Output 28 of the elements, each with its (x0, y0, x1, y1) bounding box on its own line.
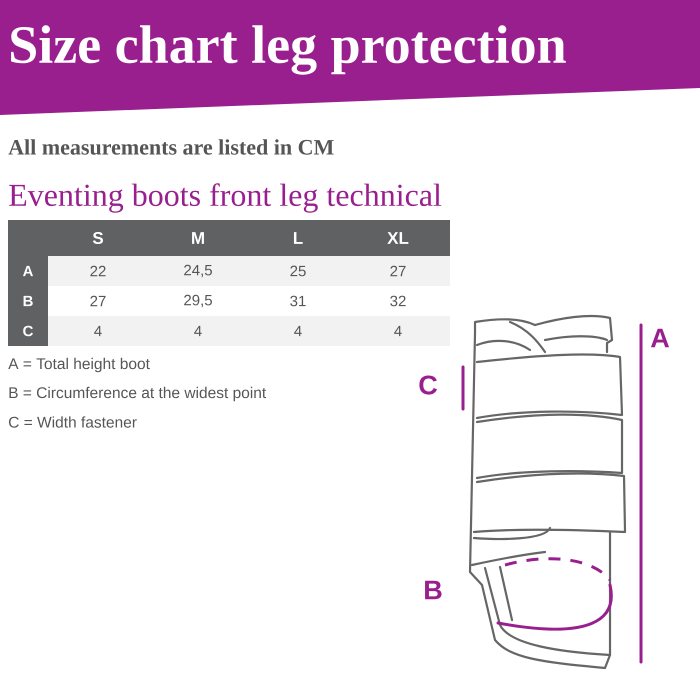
table-cell: 27 (90, 296, 106, 306)
row-header: A (22, 266, 34, 276)
measure-letter: B (425, 580, 442, 600)
table-cell: 29,5 (184, 294, 212, 308)
column-header: M (192, 232, 204, 244)
table-cell: 4 (94, 326, 102, 336)
subtitle: All measurements are listed in CM (8, 139, 334, 155)
table-cell: 25 (290, 266, 306, 276)
legend-note: B = Circumference at the widest point (9, 386, 266, 402)
row-header: C (23, 326, 33, 336)
column-header: S (92, 232, 104, 244)
table-cell: 24,5 (184, 264, 212, 278)
table-cell: 32 (390, 296, 406, 306)
table-cell: 4 (194, 326, 202, 336)
table-cell: 31 (290, 296, 306, 306)
section-heading: Eventing boots front leg technical (9, 183, 442, 213)
table-cell: 4 (394, 326, 402, 336)
column-header: L (294, 232, 303, 244)
column-header: XL (387, 232, 408, 244)
table-cell: 4 (294, 326, 302, 336)
legend-note: A = Total height boot (8, 358, 150, 372)
table-cell: 22 (90, 266, 106, 276)
measure-letter: C (419, 375, 438, 395)
table-cell: 27 (390, 266, 406, 276)
legend-note: C = Width fastener (8, 416, 137, 428)
measure-letter: A (650, 328, 670, 348)
row-header: B (24, 296, 33, 306)
title-banner: Size chart leg protection (0, 0, 700, 115)
